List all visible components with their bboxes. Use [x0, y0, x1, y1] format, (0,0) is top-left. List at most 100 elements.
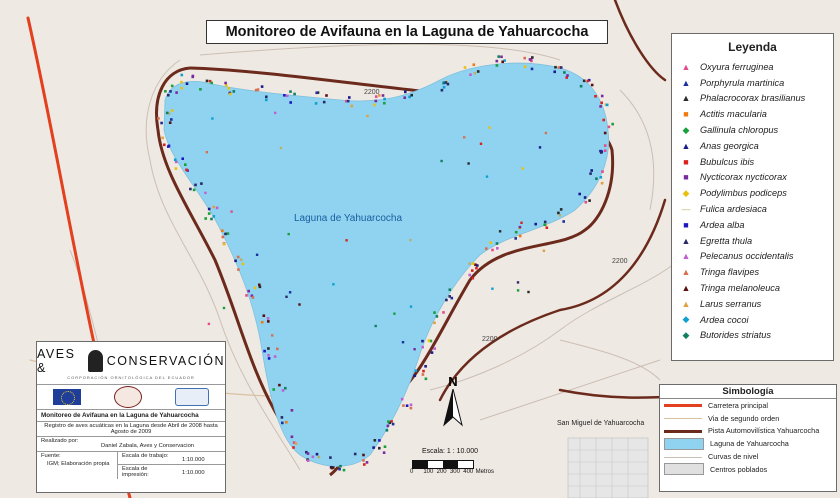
bird-point	[500, 55, 503, 59]
bird-point	[267, 354, 270, 357]
legend-item-label: Bubulcus ibis	[700, 156, 755, 167]
logo-right-text: CONSERVACIÓN	[106, 353, 225, 368]
bird-point	[306, 452, 310, 455]
symbology-item-label: Curvas de nivel	[708, 452, 759, 462]
bird-point	[283, 94, 286, 97]
bird-point	[170, 84, 174, 88]
legend-item: ■Nycticorax nycticorax	[672, 170, 833, 186]
bird-point	[435, 315, 439, 318]
bird-point	[557, 66, 561, 69]
bird-point	[227, 87, 231, 90]
bird-point	[266, 317, 270, 320]
bird-point	[599, 105, 602, 108]
bird-point	[305, 450, 308, 454]
bird-point	[496, 247, 499, 250]
bird-point	[468, 273, 471, 277]
bird-point	[339, 464, 342, 468]
legend-symbol-icon: ▲	[681, 251, 691, 262]
bird-point	[267, 320, 270, 323]
bird-point	[503, 59, 506, 62]
bird-point	[234, 259, 237, 263]
bird-point	[427, 339, 431, 342]
bird-point	[260, 85, 264, 88]
bird-point	[528, 58, 532, 61]
bird-point	[180, 86, 183, 90]
bird-point	[391, 422, 395, 426]
bird-point	[520, 221, 523, 224]
bird-point	[290, 409, 294, 412]
lake-label: Laguna de Yahuarcocha	[294, 213, 403, 224]
legend-item-label: Tringa melanoleuca	[700, 283, 781, 294]
symbology-swatch	[664, 456, 702, 458]
bird-point	[497, 55, 500, 58]
legend-symbol-icon: —	[681, 204, 691, 215]
legend-item: ◆Gallinula chloropus	[672, 122, 833, 138]
bird-point	[224, 232, 227, 236]
scale-tick: 300	[449, 469, 460, 475]
bird-point	[363, 463, 366, 466]
legend-symbol-icon: ▲	[681, 93, 691, 104]
bird-point	[273, 355, 277, 358]
escala-impresion-label: Escala de impresión:	[122, 466, 149, 478]
bird-point	[382, 451, 386, 454]
realizado-value: Daniel Zabala, Aves y Conservacion	[101, 443, 195, 449]
symbology-swatch	[664, 429, 702, 433]
bird-point	[256, 88, 260, 91]
bird-point	[163, 143, 166, 147]
bird-point	[495, 64, 499, 67]
legend-item-label: Egretta thula	[700, 235, 753, 246]
legend-item: ▲Egretta thula	[672, 233, 833, 249]
bird-point	[433, 311, 436, 314]
bird-point	[208, 79, 212, 83]
symbology-item: Curvas de nivel	[660, 450, 836, 463]
legend-symbol-icon: ▲	[681, 283, 691, 294]
bird-point	[543, 223, 546, 227]
bird-point	[378, 94, 381, 97]
bird-point	[167, 112, 171, 115]
bird-point	[495, 59, 499, 63]
bird-point	[315, 91, 318, 95]
bird-point	[211, 117, 214, 120]
legend-symbol-icon: ▲	[681, 140, 691, 151]
legend-panel: Leyenda ▲Oxyura ferruginea▲Porphyrula ma…	[671, 33, 834, 361]
legend-symbol-icon: ■	[683, 109, 689, 120]
bird-point	[254, 88, 258, 92]
legend-item: ▲Pelecanus occidentalis	[672, 249, 833, 265]
bird-point	[200, 182, 203, 185]
bird-point	[450, 296, 454, 300]
bird-point	[221, 229, 224, 232]
legend-item-label: Podylimbus podiceps	[700, 188, 787, 199]
symbology-item: Pista Automovilística Yahuarcocha	[660, 425, 836, 438]
north-label: N	[448, 374, 458, 389]
legend-item-label: Tringa flavipes	[700, 267, 760, 278]
bird-point	[408, 95, 411, 99]
bird-point	[181, 157, 184, 160]
bird-point	[298, 303, 301, 306]
bird-point	[518, 234, 522, 238]
bird-point	[553, 70, 556, 74]
legend-item-label: Anas georgica	[700, 140, 759, 151]
bird-point	[590, 169, 593, 172]
bird-point	[345, 239, 348, 242]
legend-item: ▲Tringa flavipes	[672, 264, 833, 280]
partner-logos	[37, 385, 225, 410]
legend-item-label: Phalacrocorax brasilianus	[700, 93, 806, 104]
bird-point	[473, 72, 477, 75]
info-row-fuente: Fuente: IGM; Elaboración propia Escala d…	[37, 452, 225, 479]
bird-point	[346, 99, 350, 103]
bird-point	[410, 93, 413, 97]
bird-point	[474, 263, 477, 266]
bird-point	[267, 347, 270, 350]
road-east	[438, 198, 667, 402]
bird-point	[387, 420, 390, 423]
legend-item-label: Nycticorax nycticorax	[700, 172, 787, 183]
scale-bar: Escala: 1 : 10.000 0 100 200 300 400 Met…	[404, 448, 494, 488]
bird-point	[255, 253, 259, 256]
legend-item-label: Oxyura ferruginea	[700, 61, 774, 72]
bird-point	[366, 114, 369, 118]
north-arrow-icon	[443, 388, 463, 427]
bird-point	[245, 294, 248, 297]
info-row-realizado: Realizado por: Daniel Zabala, Aves y Con…	[37, 437, 225, 452]
bird-point	[403, 96, 406, 99]
